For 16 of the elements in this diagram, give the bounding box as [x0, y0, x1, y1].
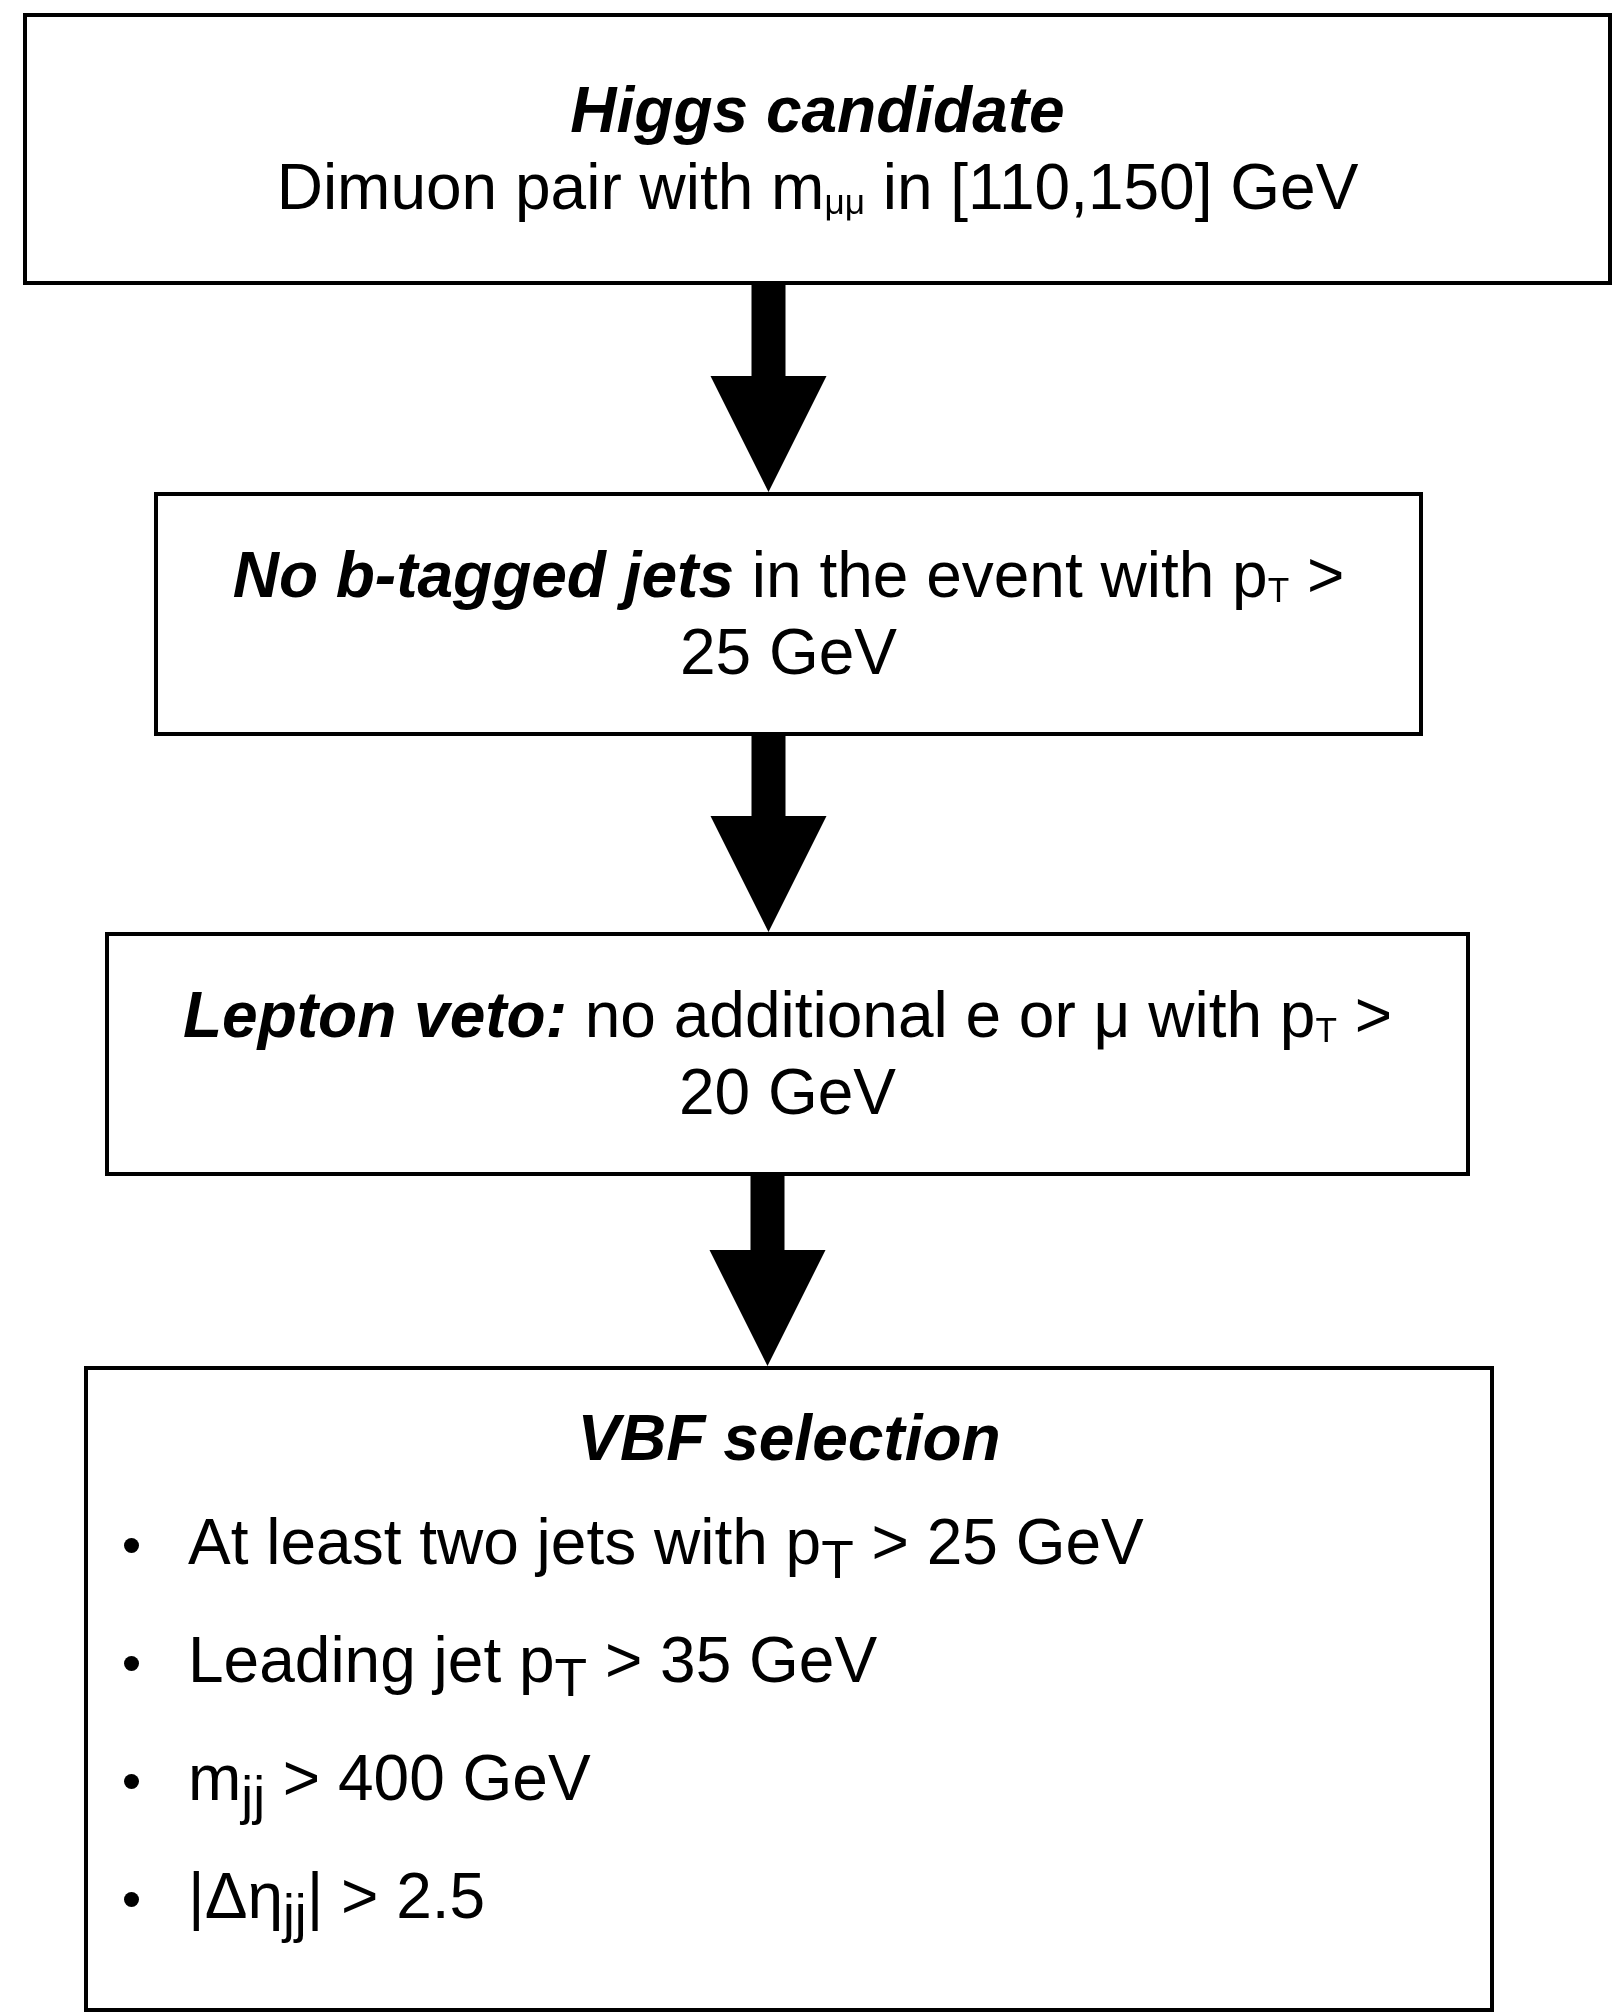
box-title: Higgs candidate: [569, 73, 1066, 149]
arrow: [710, 736, 827, 932]
arrow: [710, 285, 827, 492]
process-box: [154, 492, 1423, 736]
criterion-text: |Δη$_{jj}$| > 2.5: [188, 1859, 486, 1945]
box-text: Dimuon pair with m$_{μμ}$ in [110,150] GeV: [275, 150, 1360, 225]
criterion-text: m$_{jj}$ > 400 GeV: [188, 1741, 591, 1827]
box-title: VBF selection: [576, 1401, 1002, 1476]
selection-box: [84, 1366, 1494, 2012]
arrow: [709, 1176, 826, 1366]
box-text: No b-tagged jets in the event with p$_{T}$ > 25 GeV: [231, 538, 1346, 690]
criterion-text: At least two jets with p$_{T}$ > 25 GeV: [188, 1505, 1144, 1591]
criterion-text: Leading jet p$_{T}$ > 35 GeV: [188, 1623, 878, 1709]
process-box: [23, 13, 1612, 285]
process-box: [105, 932, 1470, 1176]
box-text: Lepton veto: no additional e or μ with p$_{T}$ > 20 GeV: [181, 978, 1394, 1130]
